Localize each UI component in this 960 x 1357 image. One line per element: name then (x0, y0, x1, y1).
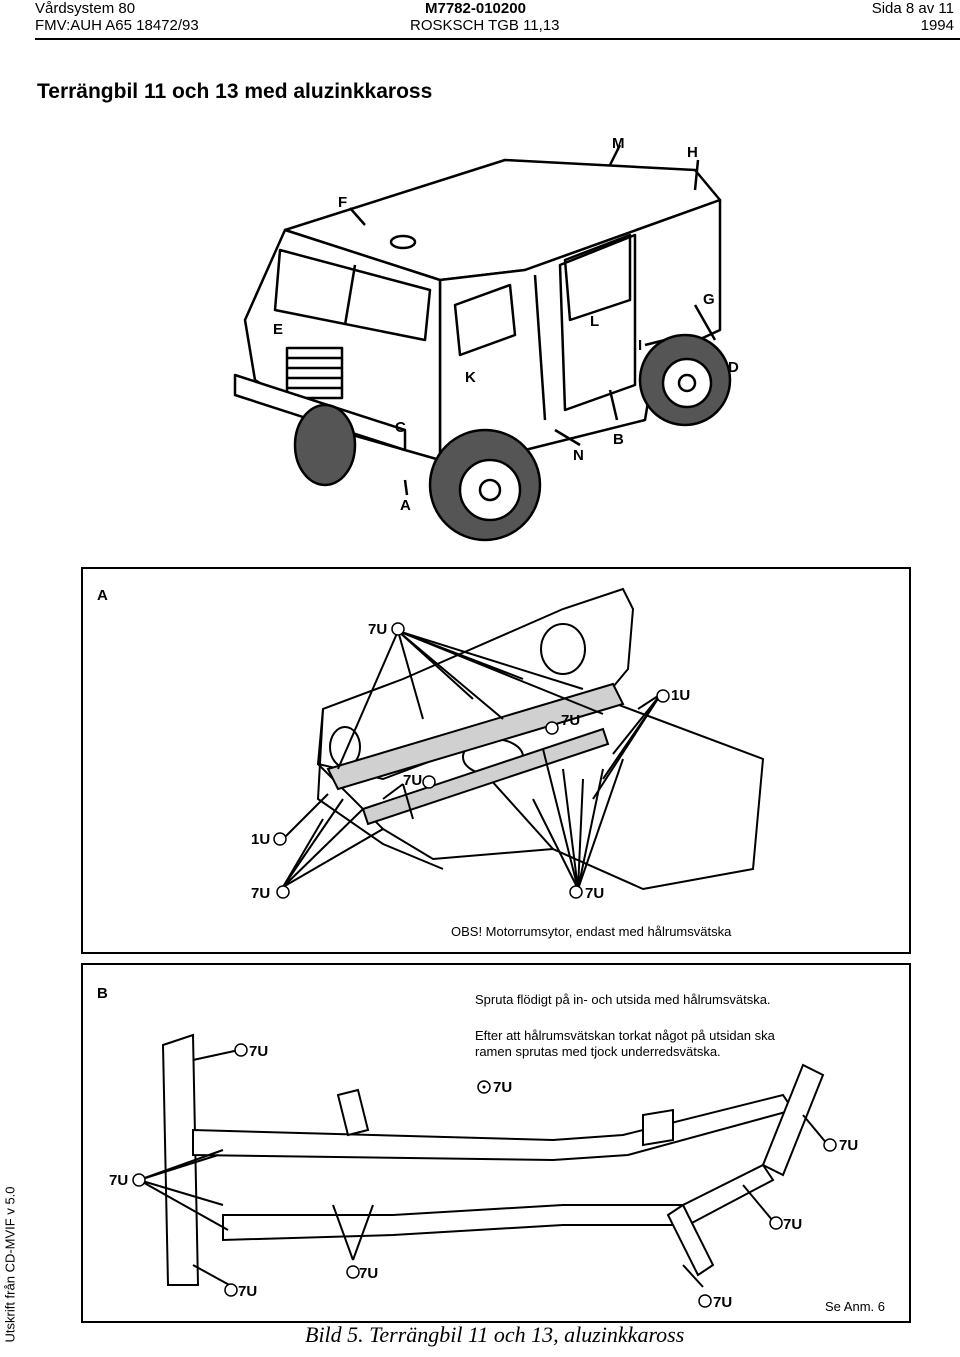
side-print-note: Utskrift från CD-MVIF v 5.0 (2, 1186, 18, 1343)
panel-b-footnote: Se Anm. 6 (825, 1299, 885, 1314)
figure-caption: Bild 5. Terrängbil 11 och 13, aluzinkkar… (305, 1322, 685, 1347)
callout-7u-bottom-left: 7U (251, 885, 271, 902)
label-c: C (395, 419, 406, 436)
label-m: M (612, 135, 625, 152)
label-e: E (273, 321, 283, 338)
label-g: G (703, 291, 715, 308)
header-document-number: M7782-010200 (425, 0, 526, 17)
label-a: A (400, 497, 411, 514)
header-reference: FMV:AUH A65 18472/93 (35, 17, 199, 34)
callout-7u-bottom-right: 7U (713, 1294, 733, 1311)
callout-7u-bottom-left: 7U (238, 1283, 258, 1300)
label-d: D (728, 359, 739, 376)
label-h: H (687, 144, 698, 161)
callout-7u-front-top: 7U (249, 1043, 269, 1060)
callout-7u-right-top: 7U (839, 1137, 859, 1154)
label-b: B (613, 431, 624, 448)
page-title: Terrängbil 11 och 13 med aluzinkkaross (37, 80, 433, 103)
panel-a-note: OBS! Motorrumsytor, endast med hålrumsvä… (451, 924, 732, 939)
label-l: L (590, 313, 599, 330)
detail-panel-a: A 7U 1U 7U 7U 1U 7U 7U OBS! Motorrumsyto… (81, 567, 911, 954)
label-k: K (465, 369, 476, 386)
callout-7u-left: 7U (109, 1172, 129, 1189)
callout-1u-left: 1U (251, 831, 271, 848)
frame-diagram (132, 1033, 837, 1308)
header-divider (35, 38, 960, 40)
callout-7u-bottom-center: 7U (585, 885, 605, 902)
callout-7u-top: 7U (368, 621, 388, 638)
callout-7u-legend: 7U (493, 1079, 513, 1096)
header-year: 1994 (920, 17, 954, 34)
callout-1u-right: 1U (671, 687, 691, 704)
callout-7u-bottom-mid: 7U (359, 1265, 379, 1282)
panel-b-note-line3: ramen sprutas med tjock underredsvätska. (475, 1044, 721, 1059)
label-f: F (338, 194, 347, 211)
detail-panel-b: B Spruta flödigt på in- och utsida med h… (81, 963, 911, 1323)
panel-b-label: B (97, 985, 108, 1002)
engine-bay-diagram (273, 587, 765, 899)
header-document-title: ROSKSCH TGB 11,13 (410, 17, 560, 34)
label-i: I (638, 337, 642, 354)
panel-b-note-line2: Efter att hålrumsvätskan torkat något på… (475, 1028, 775, 1043)
header-page-number: Sida 8 av 11 (871, 0, 954, 17)
callout-7u-right-mid: 7U (783, 1216, 803, 1233)
header-system: Vårdsystem 80 (35, 0, 136, 17)
callout-7u-mid-left: 7U (403, 772, 423, 789)
callout-7u-mid-right: 7U (561, 712, 581, 729)
panel-b-note-line1: Spruta flödigt på in- och utsida med hål… (475, 992, 771, 1007)
vehicle-illustration: M H F G E L I D K C B N A (233, 135, 739, 542)
panel-a-label: A (97, 587, 108, 604)
label-n: N (573, 447, 584, 464)
